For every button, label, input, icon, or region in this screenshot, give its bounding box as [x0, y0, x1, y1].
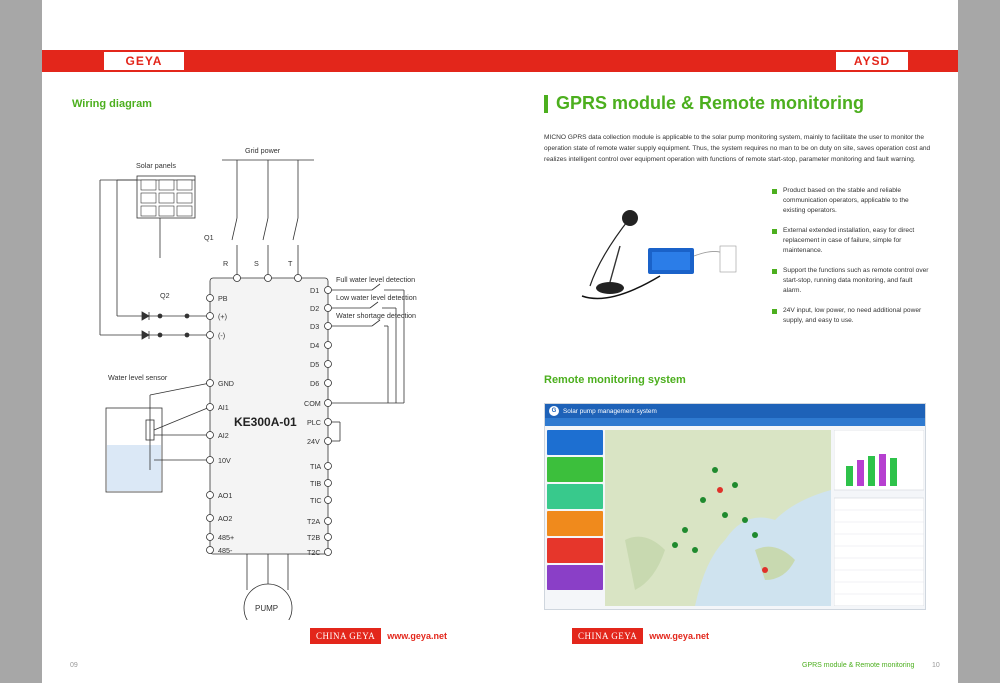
- footer-url-right[interactable]: www.geya.net: [649, 631, 709, 641]
- terminal-plus: (+): [218, 312, 227, 321]
- feature-list: Product based on the stable and reliable…: [772, 186, 932, 336]
- t-label: T: [288, 259, 293, 268]
- terminal-t2c: T2C: [307, 548, 321, 557]
- terminal-10v: 10V: [218, 456, 231, 465]
- terminal-d1: D1: [310, 286, 319, 295]
- terminal-plc: PLC: [307, 418, 321, 427]
- terminal-24v: 24V: [307, 437, 320, 446]
- page-number-right: 10: [932, 662, 940, 669]
- terminal-d6: D6: [310, 379, 319, 388]
- system-logo-icon: G: [549, 406, 559, 416]
- terminal-t2a: T2A: [307, 517, 320, 526]
- solar-panels-label: Solar panels: [136, 161, 176, 170]
- terminal-pb: PB: [218, 294, 228, 303]
- intro-paragraph: MICNO GPRS data collection module is app…: [544, 134, 931, 163]
- terminal-ao1: AO1: [218, 491, 232, 500]
- title-accent: [544, 95, 548, 113]
- terminal-gnd: GND: [218, 379, 234, 388]
- remote-monitoring-heading: Remote monitoring system: [544, 374, 686, 386]
- model-label: KE300A-01: [234, 415, 297, 429]
- terminal-d2: D2: [310, 304, 319, 313]
- right-page: AYSD GPRS module & Remote monitoring MIC…: [500, 0, 958, 683]
- footer-china-geya-right: CHINA GEYA: [572, 628, 644, 644]
- water-level-sensor-label: Water level sensor: [108, 373, 168, 382]
- feature-item: Support the functions such as remote con…: [772, 266, 932, 296]
- tile-icon: [547, 538, 603, 563]
- terminal-d3: D3: [310, 322, 319, 331]
- gprs-module-photo: [581, 210, 737, 300]
- pump-label: PUMP: [255, 604, 278, 613]
- page-number-left: 09: [70, 662, 78, 669]
- screen-sidebar: [547, 430, 603, 592]
- terminal-ai1: AI1: [218, 403, 229, 412]
- terminal-com: COM: [304, 399, 321, 408]
- right-footer-badge: CHINA GEYA www.geya.net: [572, 628, 715, 644]
- terminal-d4: D4: [310, 341, 319, 350]
- terminal-485p: 485+: [218, 533, 234, 542]
- footer-url[interactable]: www.geya.net: [387, 631, 447, 641]
- screen-header: G Solar pump management system: [545, 404, 925, 418]
- terminal-t2b: T2B: [307, 533, 320, 542]
- aysd-logo: AYSD: [836, 52, 908, 70]
- tile-icon: [547, 430, 603, 455]
- terminal-d5: D5: [310, 360, 319, 369]
- screen-title: Solar pump management system: [563, 407, 657, 415]
- terminal-tic: TIC: [310, 496, 322, 505]
- feature-item: Product based on the stable and reliable…: [772, 186, 932, 216]
- terminal-minus: (-): [218, 331, 225, 340]
- wiring-diagram: Grid power Solar panels Q1 Q2 Water leve…: [99, 146, 417, 620]
- tile-icon: [547, 484, 603, 509]
- screen-nav: [545, 418, 925, 426]
- left-footer-badge: CHINA GEYA www.geya.net: [310, 628, 453, 644]
- terminal-tia: TIA: [310, 462, 321, 471]
- q1-label: Q1: [204, 233, 214, 242]
- terminal-tib: TIB: [310, 479, 321, 488]
- r-label: R: [223, 259, 228, 268]
- page-footer-title: GPRS module & Remote monitoring: [802, 662, 915, 669]
- map-panel: [605, 430, 831, 606]
- terminal-485n: 485-: [218, 546, 233, 555]
- monitoring-screenshot: G Solar pump management system: [544, 403, 926, 610]
- full-water-label: Full water level detection: [336, 275, 415, 284]
- geya-logo: GEYA: [104, 52, 184, 70]
- wiring-diagram-heading: Wiring diagram: [72, 98, 152, 110]
- q2-label: Q2: [160, 291, 170, 300]
- water-shortage-label: Water shortage detection: [336, 311, 416, 320]
- page-title: GPRS module & Remote monitoring: [556, 93, 865, 113]
- tile-icon: [547, 511, 603, 536]
- low-water-label: Low water level detection: [336, 293, 417, 302]
- feature-item: External extended installation, easy for…: [772, 226, 932, 256]
- tile-icon: [547, 457, 603, 482]
- terminal-ao2: AO2: [218, 514, 232, 523]
- grid-power-label: Grid power: [245, 146, 281, 155]
- tile-icon: [547, 565, 603, 590]
- feature-item: 24V input, low power, no need additional…: [772, 306, 932, 326]
- footer-china-geya: CHINA GEYA: [310, 628, 382, 644]
- screen-right-panel: [833, 429, 925, 607]
- s-label: S: [254, 259, 259, 268]
- terminal-ai2: AI2: [218, 431, 229, 440]
- left-page: GEYA Wiring diagram: [42, 0, 500, 683]
